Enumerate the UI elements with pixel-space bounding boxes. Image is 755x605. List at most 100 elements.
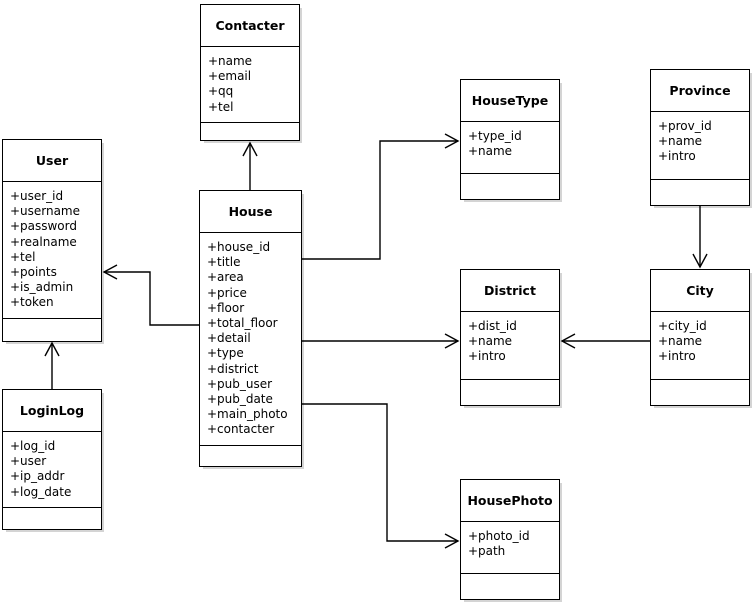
attribute-name: log_date bbox=[20, 484, 72, 499]
edge-city-to-district bbox=[560, 333, 650, 349]
class-name-city: City bbox=[651, 270, 749, 312]
attribute-row: +tel bbox=[208, 100, 299, 115]
attribute-row: +photo_id bbox=[468, 529, 559, 544]
visibility-marker: + bbox=[10, 439, 21, 453]
class-box-user[interactable]: User+user_id+username+password+realname+… bbox=[2, 139, 102, 342]
class-box-housephoto[interactable]: HousePhoto+photo_id+path bbox=[460, 479, 560, 600]
attribute-name: user_id bbox=[20, 189, 64, 203]
attribute-row: +prov_id bbox=[658, 119, 749, 134]
attribute-row: +contacter bbox=[207, 422, 301, 437]
attribute-name: title bbox=[217, 255, 241, 270]
attribute-name: name bbox=[478, 334, 513, 349]
attribute-row: +email bbox=[208, 69, 299, 84]
attribute-row: +log_id bbox=[10, 439, 101, 454]
attribute-name: pub_date bbox=[217, 392, 273, 407]
attribute-name: points bbox=[20, 265, 57, 280]
attribute-name: dist_id bbox=[478, 319, 517, 333]
attribute-name: qq bbox=[218, 84, 234, 99]
edge-loginlog-to-user bbox=[44, 341, 60, 389]
attribute-name: is_admin bbox=[20, 280, 74, 295]
class-methods-house bbox=[200, 446, 301, 469]
visibility-marker: + bbox=[207, 285, 218, 300]
visibility-marker: + bbox=[10, 295, 21, 310]
attribute-name: city_id bbox=[668, 319, 707, 333]
attribute-row: +name bbox=[658, 334, 749, 349]
class-attributes-housetype: +type_id+name bbox=[461, 122, 559, 174]
class-attributes-district: +dist_id+name+intro bbox=[461, 312, 559, 380]
edge-house-to-contacter bbox=[242, 141, 258, 190]
class-box-loginlog[interactable]: LoginLog+log_id+user+ip_addr+log_date bbox=[2, 389, 102, 530]
attribute-name: price bbox=[217, 285, 247, 300]
attribute-row: +title bbox=[207, 255, 301, 270]
visibility-marker: + bbox=[208, 69, 219, 84]
class-attributes-housephoto: +photo_id+path bbox=[461, 522, 559, 574]
visibility-marker: + bbox=[10, 469, 21, 484]
visibility-marker: + bbox=[207, 331, 218, 346]
attribute-row: +points bbox=[10, 265, 101, 280]
attribute-name: type bbox=[217, 346, 244, 361]
attribute-row: +price bbox=[207, 286, 301, 301]
class-attributes-house: +house_id+title+area+price+floor+total_f… bbox=[200, 233, 301, 446]
class-box-province[interactable]: Province+prov_id+name+intro bbox=[650, 69, 750, 206]
visibility-marker: + bbox=[207, 376, 218, 391]
class-name-housetype: HouseType bbox=[461, 80, 559, 122]
attribute-row: +intro bbox=[468, 349, 559, 364]
class-methods-housetype bbox=[461, 174, 559, 199]
attribute-row: +intro bbox=[658, 349, 749, 364]
edge-house-to-district bbox=[302, 333, 460, 349]
visibility-marker: + bbox=[208, 54, 219, 68]
class-box-district[interactable]: District+dist_id+name+intro bbox=[460, 269, 560, 406]
attribute-row: +type bbox=[207, 346, 301, 361]
attribute-row: +main_photo bbox=[207, 407, 301, 422]
attribute-name: contacter bbox=[217, 422, 275, 437]
class-methods-user bbox=[3, 319, 101, 342]
attribute-name: path bbox=[478, 544, 506, 559]
visibility-marker: + bbox=[468, 529, 479, 543]
attribute-name: floor bbox=[217, 300, 245, 315]
class-box-house[interactable]: House+house_id+title+area+price+floor+to… bbox=[199, 190, 302, 467]
visibility-marker: + bbox=[207, 255, 218, 270]
edge-house-to-user bbox=[102, 264, 199, 326]
class-attributes-contacter: +name+email+qq+tel bbox=[201, 47, 299, 123]
visibility-marker: + bbox=[207, 240, 218, 254]
visibility-marker: + bbox=[658, 149, 669, 164]
class-methods-province bbox=[651, 180, 749, 205]
class-methods-loginlog bbox=[3, 508, 101, 533]
attribute-name: user bbox=[20, 454, 47, 469]
attribute-name: photo_id bbox=[478, 529, 530, 543]
class-box-city[interactable]: City + city_id+name+intro bbox=[650, 269, 750, 406]
visibility-marker: + bbox=[468, 334, 479, 349]
visibility-marker: + bbox=[207, 316, 218, 331]
class-name-house: House bbox=[200, 191, 301, 233]
attribute-row: +qq bbox=[208, 84, 299, 99]
class-attributes-user: +user_id+username+password+realname+tel+… bbox=[3, 182, 101, 319]
class-methods-housephoto bbox=[461, 574, 559, 599]
attribute-row: +path bbox=[468, 544, 559, 559]
attribute-row: +area bbox=[207, 270, 301, 285]
attribute-name: tel bbox=[218, 99, 234, 114]
visibility-marker: + bbox=[207, 270, 218, 285]
attribute-row: +log_date bbox=[10, 485, 101, 500]
class-name-loginlog: LoginLog bbox=[3, 390, 101, 432]
class-attributes-city: + city_id+name+intro bbox=[651, 312, 749, 380]
visibility-marker: + bbox=[10, 189, 21, 203]
attribute-name: token bbox=[20, 295, 54, 310]
attribute-row: +tel bbox=[10, 250, 101, 265]
attribute-name: detail bbox=[217, 331, 251, 346]
visibility-marker: + bbox=[468, 319, 479, 333]
attribute-name: realname bbox=[20, 234, 77, 249]
class-box-housetype[interactable]: HouseType+type_id+name bbox=[460, 79, 560, 200]
visibility-marker: + bbox=[10, 249, 21, 264]
visibility-marker: + bbox=[10, 204, 21, 219]
attribute-row: +pub_user bbox=[207, 377, 301, 392]
class-box-contacter[interactable]: Contacter+name+email+qq+tel bbox=[200, 4, 300, 141]
visibility-marker: + bbox=[658, 349, 669, 364]
attribute-name: name bbox=[478, 144, 513, 159]
attribute-name: district bbox=[217, 361, 259, 376]
attribute-name: email bbox=[218, 69, 252, 84]
attribute-row: +user_id bbox=[10, 189, 101, 204]
visibility-marker: + bbox=[208, 99, 219, 114]
visibility-marker: + bbox=[208, 84, 219, 99]
visibility-marker: + bbox=[658, 119, 669, 133]
